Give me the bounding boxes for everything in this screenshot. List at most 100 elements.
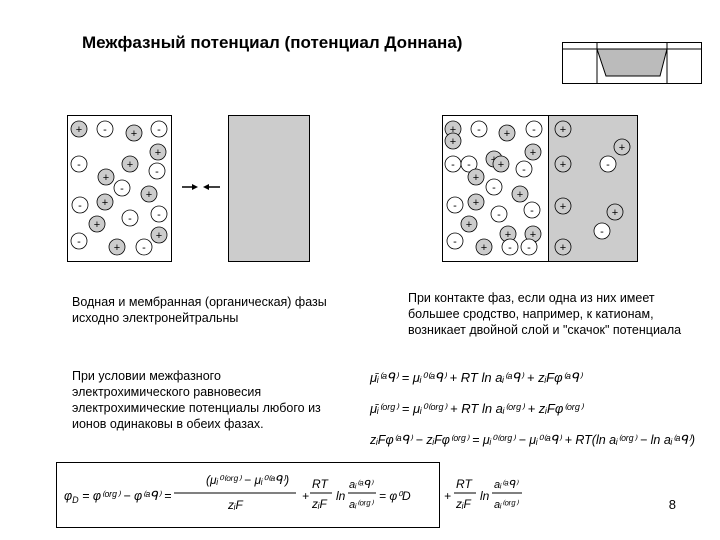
cation-icon bbox=[97, 168, 115, 186]
cation-icon bbox=[467, 193, 485, 211]
anion-icon bbox=[525, 120, 543, 138]
cation-sign: + bbox=[481, 242, 487, 254]
anion-icon bbox=[515, 160, 533, 178]
svg-text:μ̄ᵢ⁽ᵒʳᵍ⁾ = μᵢ⁰⁽ᵒʳᵍ⁾ + RT ln aᵢ: μ̄ᵢ⁽ᵒʳᵍ⁾ = μᵢ⁰⁽ᵒʳᵍ⁾ + RT ln aᵢ⁽ᵒʳᵍ⁾ + zᵢ… bbox=[369, 401, 585, 416]
cation-sign: + bbox=[612, 207, 618, 219]
anion-icon bbox=[150, 120, 168, 138]
cation-sign: + bbox=[146, 189, 152, 201]
svg-text:aᵢ⁽ᵃᑫ⁾: aᵢ⁽ᵃᑫ⁾ bbox=[349, 479, 374, 491]
anion-sign: - bbox=[606, 159, 610, 171]
cation-sign: + bbox=[517, 189, 523, 201]
anion-icon bbox=[523, 201, 541, 219]
anion-icon bbox=[460, 155, 478, 173]
anion-sign: - bbox=[492, 182, 496, 194]
cation-icon bbox=[492, 155, 510, 173]
anion-sign: - bbox=[451, 159, 455, 171]
anion-icon bbox=[71, 196, 89, 214]
anion-sign: - bbox=[77, 159, 81, 171]
cation-sign: + bbox=[473, 197, 479, 209]
svg-text:+: + bbox=[444, 489, 451, 503]
cation-icon bbox=[88, 215, 106, 233]
cation-sign: + bbox=[530, 229, 536, 241]
anion-sign: - bbox=[128, 213, 132, 225]
svg-text:zᵢFφ⁽ᵃᑫ⁾ − zᵢFφ⁽ᵒʳᵍ⁾ = μᵢ⁰⁽ᵒʳᵍ: zᵢFφ⁽ᵃᑫ⁾ − zᵢFφ⁽ᵒʳᵍ⁾ = μᵢ⁰⁽ᵒʳᵍ⁾ − μᵢ⁰⁽ᵃᑫ… bbox=[369, 433, 695, 447]
cation-sign: + bbox=[127, 159, 133, 171]
anion-sign: - bbox=[77, 236, 81, 248]
svg-text:zᵢF: zᵢF bbox=[311, 497, 327, 511]
donnan-formula-box: φD = φ⁽ᵒʳᵍ⁾ − φ⁽ᵃᑫ⁾ = (μᵢ⁰⁽ᵒʳᵍ⁾ − μᵢ⁰⁽ᵃᑫ… bbox=[56, 462, 440, 528]
cation-sign: + bbox=[530, 147, 536, 159]
svg-text:(μᵢ⁰⁽ᵒʳᵍ⁾ − μᵢ⁰⁽ᵃᑫ⁾): (μᵢ⁰⁽ᵒʳᵍ⁾ − μᵢ⁰⁽ᵃᑫ⁾) bbox=[206, 473, 289, 487]
page-number: 8 bbox=[668, 497, 676, 512]
membrane-phase-box bbox=[228, 115, 310, 262]
anion-icon bbox=[150, 205, 168, 223]
anion-icon bbox=[520, 238, 538, 256]
cation-icon bbox=[554, 197, 572, 215]
anion-sign: - bbox=[157, 124, 161, 136]
svg-text:RT: RT bbox=[312, 477, 329, 491]
caption-equilibrium: При условии межфазного электрохимическог… bbox=[72, 369, 321, 431]
contact-phases-diagram: +-+-++--+++--+-+--+++-+--+++-++-+ bbox=[442, 115, 638, 262]
cation-sign: + bbox=[560, 124, 566, 136]
anion-icon bbox=[96, 120, 114, 138]
equation-difference: zᵢFφ⁽ᵃᑫ⁾ − zᵢFφ⁽ᵒʳᵍ⁾ = μᵢ⁰⁽ᵒʳᵍ⁾ − μᵢ⁰⁽ᵃᑫ… bbox=[369, 433, 695, 447]
cation-sign: + bbox=[450, 136, 456, 148]
cation-icon bbox=[524, 143, 542, 161]
cation-icon bbox=[140, 185, 158, 203]
anion-icon bbox=[485, 178, 503, 196]
cation-icon bbox=[554, 120, 572, 138]
cation-icon bbox=[606, 203, 624, 221]
anion-icon bbox=[490, 205, 508, 223]
anion-icon bbox=[121, 209, 139, 227]
anion-sign: - bbox=[103, 124, 107, 136]
anion-sign: - bbox=[522, 164, 526, 176]
page-title: Межфазный потенциал (потенциал Доннана) bbox=[82, 33, 463, 52]
cation-sign: + bbox=[498, 159, 504, 171]
anion-sign: - bbox=[453, 200, 457, 212]
anion-sign: - bbox=[78, 200, 82, 212]
anion-icon bbox=[446, 196, 464, 214]
cation-icon bbox=[613, 138, 631, 156]
anion-sign: - bbox=[527, 242, 531, 254]
anion-icon bbox=[70, 232, 88, 250]
svg-text:μ̄ᵢ⁽ᵃᑫ⁾ = μᵢ⁰⁽ᵃᑫ⁾ + RT ln aᵢ⁽ᵃ: μ̄ᵢ⁽ᵃᑫ⁾ = μᵢ⁰⁽ᵃᑫ⁾ + RT ln aᵢ⁽ᵃᑫ⁾ + zᵢFφ⁽… bbox=[369, 370, 584, 385]
cation-icon bbox=[511, 185, 529, 203]
cation-sign: + bbox=[560, 242, 566, 254]
cation-sign: + bbox=[156, 230, 162, 242]
anion-icon bbox=[470, 120, 488, 138]
cation-sign: + bbox=[473, 172, 479, 184]
cation-icon bbox=[467, 168, 485, 186]
cation-icon bbox=[125, 124, 143, 142]
cation-sign: + bbox=[94, 219, 100, 231]
anion-sign: - bbox=[532, 124, 536, 136]
cation-sign: + bbox=[102, 197, 108, 209]
caption-initial-electroneutral: Водная и мембранная (органическая) фазы … bbox=[72, 295, 327, 325]
cation-icon bbox=[460, 215, 478, 233]
cation-sign: + bbox=[155, 147, 161, 159]
cation-sign: + bbox=[619, 142, 625, 154]
anion-sign: - bbox=[120, 183, 124, 195]
anion-sign: - bbox=[497, 209, 501, 221]
anion-icon bbox=[113, 179, 131, 197]
svg-text:= φ⁰D: = φ⁰D bbox=[379, 489, 411, 503]
cation-sign: + bbox=[450, 124, 456, 136]
cation-icon bbox=[498, 124, 516, 142]
anion-sign: - bbox=[600, 226, 604, 238]
svg-text:aᵢ⁽ᵒʳᵍ⁾: aᵢ⁽ᵒʳᵍ⁾ bbox=[494, 499, 519, 511]
anion-icon bbox=[135, 238, 153, 256]
equation-org: μ̄ᵢ⁽ᵒʳᵍ⁾ = μᵢ⁰⁽ᵒʳᵍ⁾ + RT ln aᵢ⁽ᵒʳᵍ⁾ + zᵢ… bbox=[369, 401, 585, 416]
cation-icon bbox=[444, 132, 462, 150]
svg-text:aᵢ⁽ᵃᑫ⁾: aᵢ⁽ᵃᑫ⁾ bbox=[494, 479, 519, 491]
anion-sign: - bbox=[453, 236, 457, 248]
cation-icon bbox=[96, 193, 114, 211]
donnan-formula-tail: + RT zᵢF ln aᵢ⁽ᵃᑫ⁾ aᵢ⁽ᵒʳᵍ⁾ bbox=[444, 477, 522, 511]
svg-text:ln: ln bbox=[336, 489, 346, 503]
cation-sign: + bbox=[131, 128, 137, 140]
svg-text:aᵢ⁽ᵒʳᵍ⁾: aᵢ⁽ᵒʳᵍ⁾ bbox=[349, 499, 374, 511]
equation-aq: μ̄ᵢ⁽ᵃᑫ⁾ = μᵢ⁰⁽ᵃᑫ⁾ + RT ln aᵢ⁽ᵃᑫ⁾ + zᵢFφ⁽… bbox=[369, 370, 584, 385]
svg-text:ln: ln bbox=[480, 489, 490, 503]
svg-text:RT: RT bbox=[456, 477, 473, 491]
cation-sign: + bbox=[560, 159, 566, 171]
cation-sign: + bbox=[560, 201, 566, 213]
cation-icon bbox=[150, 226, 168, 244]
